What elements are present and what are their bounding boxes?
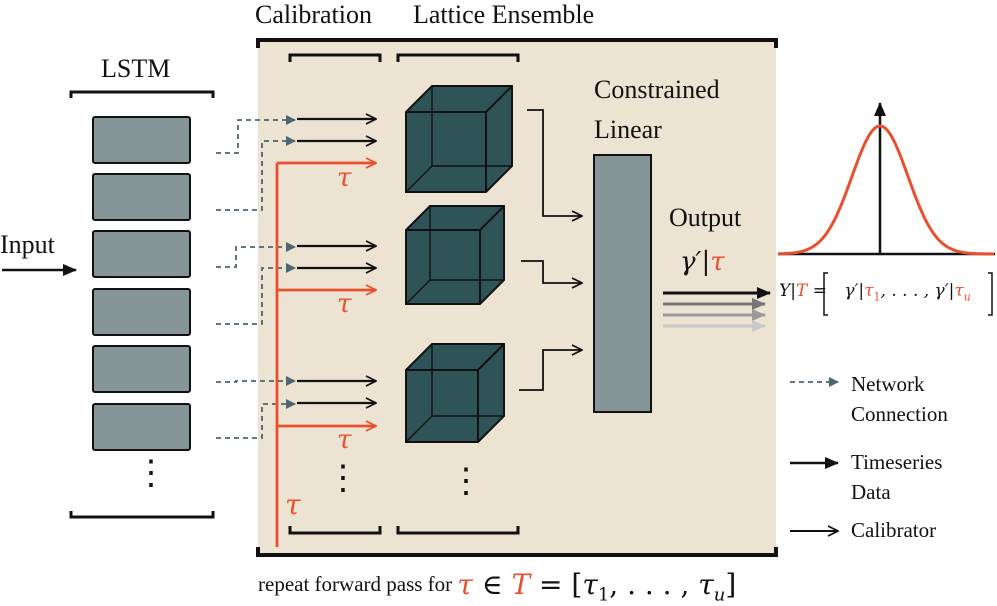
legend-network-2: Connection	[851, 402, 948, 426]
lstm-cell	[92, 173, 191, 221]
gamma-tau: τ	[710, 247, 725, 277]
lattice-ensemble-title: Lattice Ensemble	[413, 0, 595, 29]
output-label: Output	[669, 203, 742, 232]
tau-label-3: τ	[337, 425, 352, 455]
legend	[790, 377, 839, 531]
section-brackets	[69, 53, 520, 535]
eq-mid: , . . . , γ′|	[880, 281, 955, 301]
output-distribution	[778, 102, 995, 256]
legend-network-1: Network	[851, 372, 925, 396]
tau-label-2: τ	[337, 289, 352, 319]
footer-tauu: τ	[698, 568, 714, 601]
lattice-cube	[405, 205, 505, 305]
panel-brackets	[256, 38, 778, 557]
legend-timeseries-2: Data	[851, 480, 891, 504]
output-arrows	[663, 287, 771, 332]
calibration-title: Calibration	[255, 0, 372, 29]
eq-T: T	[795, 281, 808, 301]
footer-subu: u	[713, 584, 726, 606]
tau-label-1: τ	[337, 163, 352, 193]
lattice-ellipsis: ⋮	[449, 463, 483, 500]
tau-lines	[275, 163, 376, 547]
legend-timeseries-1: Timeseries	[851, 450, 943, 474]
footer-sub1: 1	[597, 584, 610, 606]
constrained-label: Constrained	[594, 75, 720, 104]
constrained-linear-box	[593, 154, 652, 413]
footer-T: T	[511, 568, 531, 601]
lstm-cell	[92, 230, 191, 278]
input-label: Input	[0, 230, 55, 259]
lstm-stack	[92, 116, 191, 451]
lattice-cube	[405, 85, 513, 193]
tau-label-4: τ	[285, 488, 301, 521]
lattice-cube	[405, 343, 505, 443]
lstm-cell	[92, 116, 191, 164]
eq-subu: u	[963, 290, 971, 304]
footer-mid: , . . . ,	[609, 568, 699, 601]
eq-sub1: 1	[873, 290, 881, 304]
footer-text: repeat forward pass for	[258, 572, 453, 596]
calibration-lattice-panel	[258, 40, 776, 555]
calibrator-arrows	[297, 119, 376, 403]
eq-tauu: τ	[954, 281, 964, 301]
network-connections	[216, 115, 296, 439]
footer-in: ∈	[472, 568, 512, 601]
legend-calibrator: Calibrator	[851, 518, 937, 542]
output-gamma-label: γ′|τ	[680, 249, 725, 275]
footer-close: ]	[725, 568, 737, 601]
eq-y: Y|	[779, 281, 796, 301]
equation-brackets	[823, 272, 993, 316]
bell-curve	[778, 124, 994, 256]
footer-tau: τ	[457, 568, 473, 601]
lattice-cubes	[405, 85, 513, 443]
calibration-ellipsis: ⋮	[326, 460, 360, 497]
eq-tau1: τ	[864, 281, 874, 301]
eq-gamma1: γ′|	[844, 281, 865, 301]
footer-eq: = [	[530, 568, 583, 601]
output-equation: Y|T = γ′|τ1, . . . , γ′|τu	[779, 281, 971, 304]
lstm-cell	[92, 345, 191, 393]
eq-equals: =	[807, 281, 833, 301]
footer-tau1: τ	[582, 568, 598, 601]
gamma-prime: γ′|	[680, 247, 711, 277]
lstm-cell	[92, 288, 191, 336]
footer-caption: repeat forward pass for τ ∈ T = [τ1, . .…	[258, 568, 737, 605]
lstm-title: LSTM	[101, 54, 171, 83]
linear-label: Linear	[594, 115, 662, 144]
lstm-cell	[92, 403, 191, 451]
cube-to-linear-arrows	[519, 109, 582, 391]
lstm-ellipsis: ⋮	[134, 455, 168, 492]
